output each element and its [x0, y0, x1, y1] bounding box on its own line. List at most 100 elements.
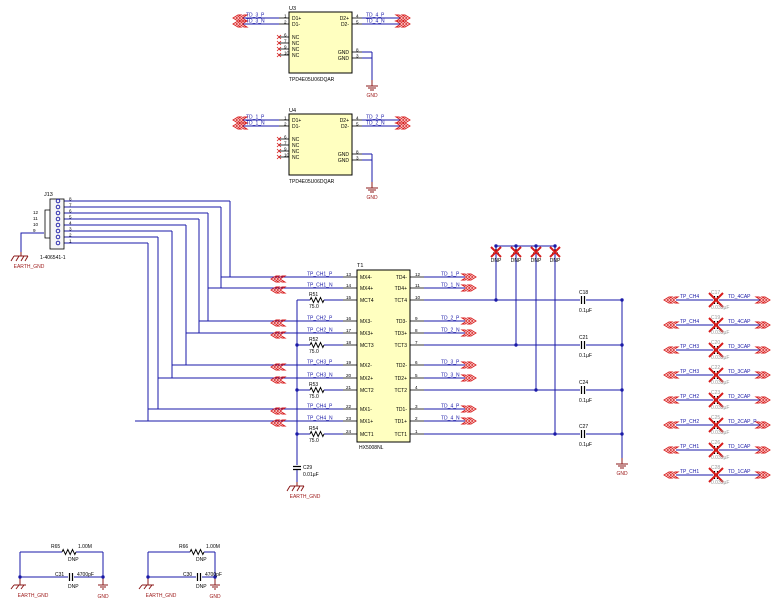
t1-pin-number: 14	[346, 283, 352, 288]
dnp-cap-left-net: TP_CH4	[680, 319, 699, 325]
dnp-label: DNP	[550, 258, 561, 264]
ground-icon	[366, 187, 378, 193]
u4-pin-number: 1	[284, 116, 287, 121]
junction-dot	[620, 388, 624, 392]
rj45-pin-number: 1	[69, 239, 72, 244]
t1-net-label: TP_CH2_P	[307, 316, 333, 322]
dnp-cap-left-net: TP_CH2	[680, 394, 699, 400]
t1-pin-number: 8	[415, 328, 418, 333]
dnp-cap-left-net: TP_CH3	[680, 369, 699, 375]
junction-dot	[553, 244, 557, 248]
t1-pin-number: 16	[346, 316, 352, 321]
offpage-connector-icon	[270, 419, 287, 427]
tct-cap-ref: C18	[579, 290, 588, 296]
tct-cap-value: 0.1µF	[579, 353, 592, 359]
junction-dot	[295, 343, 299, 347]
offpage-connector-icon	[754, 296, 771, 304]
u4-pin-number: 8	[356, 150, 359, 155]
offpage-connector-icon	[754, 346, 771, 354]
rj45-pin-icon	[55, 240, 61, 246]
dnp-cap-value: 0.033µF	[711, 355, 729, 361]
ground-label: GND	[616, 471, 628, 477]
resistor-symbol	[309, 430, 325, 438]
dnp-cap-ref: C23	[711, 390, 720, 396]
ground-label: GND	[366, 93, 378, 99]
dnp-cross-icon	[708, 442, 724, 458]
rj45-pin-number: 2	[69, 233, 72, 238]
t1-pin-number: 15	[346, 295, 352, 300]
rj45-shield-pin-number: 10	[33, 222, 39, 227]
t1-ref: T1	[357, 263, 363, 269]
dnp-cap-left-net: TP_CH1	[680, 469, 699, 475]
tct-cap-ref: C24	[579, 380, 588, 386]
u4-pin-number: 5	[356, 122, 359, 127]
dnp-cap-right-net: TD_4CAP	[728, 294, 751, 300]
resistor-symbol	[309, 386, 325, 394]
resistor-ref: R54	[309, 426, 318, 432]
dnp-cap-right-net: TD_4CAP	[728, 319, 751, 325]
t1-net-label: TP_CH4_N	[307, 416, 333, 422]
t1-pin-name: TD1-	[396, 407, 407, 413]
dnp-cap-left-net: TP_CH3	[680, 344, 699, 350]
dnp-cap-ref: C28	[711, 465, 720, 471]
u4-pin-name: D2-	[341, 124, 349, 130]
offpage-connector-icon	[270, 363, 287, 371]
no-connect-icon	[276, 34, 282, 40]
dnp-cross-icon	[708, 467, 724, 483]
dnp-cap-right-net: TD_1CAP	[728, 469, 751, 475]
u4-net-label: TD_2_N	[366, 121, 385, 127]
t1-net-label: TP_CH2_N	[307, 328, 333, 334]
dnp-cap-right-net: TD_2CAP_P	[728, 419, 757, 425]
dnp-cap-value: 0.033µF	[711, 305, 729, 311]
rj45-pin-number: 8	[69, 197, 72, 202]
t1-pin-name: MX2+	[360, 376, 373, 382]
no-connect-icon	[276, 154, 282, 160]
ground-icon	[616, 463, 628, 469]
tct-capacitor-symbol	[580, 430, 586, 438]
dnp-cap-value: 0.033µF	[711, 455, 729, 461]
u3-pin-name: NC	[292, 47, 300, 53]
t1-part: HX5008NL	[359, 445, 384, 451]
dnp-cap-ref: C26	[711, 440, 720, 446]
t1-pin-name: MCT2	[360, 388, 374, 394]
t1-pin-name: MX1+	[360, 419, 373, 425]
bottom-resistor-value: 1.00M	[206, 544, 220, 550]
t1-pin-name: TD1+	[395, 419, 407, 425]
t1-pin-number: 7	[415, 340, 418, 345]
u4-pin-number: 9	[284, 147, 287, 152]
t1-pin-name: MCT3	[360, 343, 374, 349]
resistor-symbol	[189, 548, 205, 556]
junction-dot	[18, 575, 22, 579]
offpage-connector-icon	[232, 20, 249, 28]
dnp-cross-icon	[708, 367, 724, 383]
u3-pin-number: 6	[284, 33, 287, 38]
t1-pin-name: TD3-	[396, 319, 407, 325]
u3-pin-name: NC	[292, 53, 300, 59]
t1-pin-number: 5	[415, 373, 418, 378]
dnp-cross-icon	[549, 246, 561, 258]
resistor-symbol	[61, 548, 77, 556]
u3-part: TPD4E05U06DQAR	[289, 77, 335, 83]
ground-icon	[98, 584, 108, 590]
ground-icon	[366, 85, 378, 91]
offpage-connector-icon	[270, 286, 287, 294]
tct-cap-value: 0.1µF	[579, 308, 592, 314]
t1-net-label: TD_2_N	[441, 328, 460, 334]
offpage-connector-icon	[663, 346, 680, 354]
junction-dot	[494, 298, 498, 302]
tct-capacitor-symbol	[580, 386, 586, 394]
c29-symbol	[293, 465, 301, 471]
u3-pin-number: 1	[284, 14, 287, 19]
t1-net-label: TD_4_N	[441, 416, 460, 422]
u3-pin-name: NC	[292, 41, 300, 47]
u3-pin-number: 10	[284, 51, 290, 56]
dnp-cap-ref: C19	[711, 315, 720, 321]
dnp-cross-icon	[510, 246, 522, 258]
u4-net-label: TD_1_P	[246, 115, 265, 121]
bottom-resistor-ref: R66	[179, 544, 188, 550]
u4-body	[288, 113, 353, 176]
rj45-shield-pin-number: 12	[33, 210, 39, 215]
u3-net-label: TD_4_P	[366, 13, 385, 19]
u3-net-label: TD_4_N	[366, 19, 385, 25]
rj45-shield-pin-number: 9	[33, 228, 36, 233]
